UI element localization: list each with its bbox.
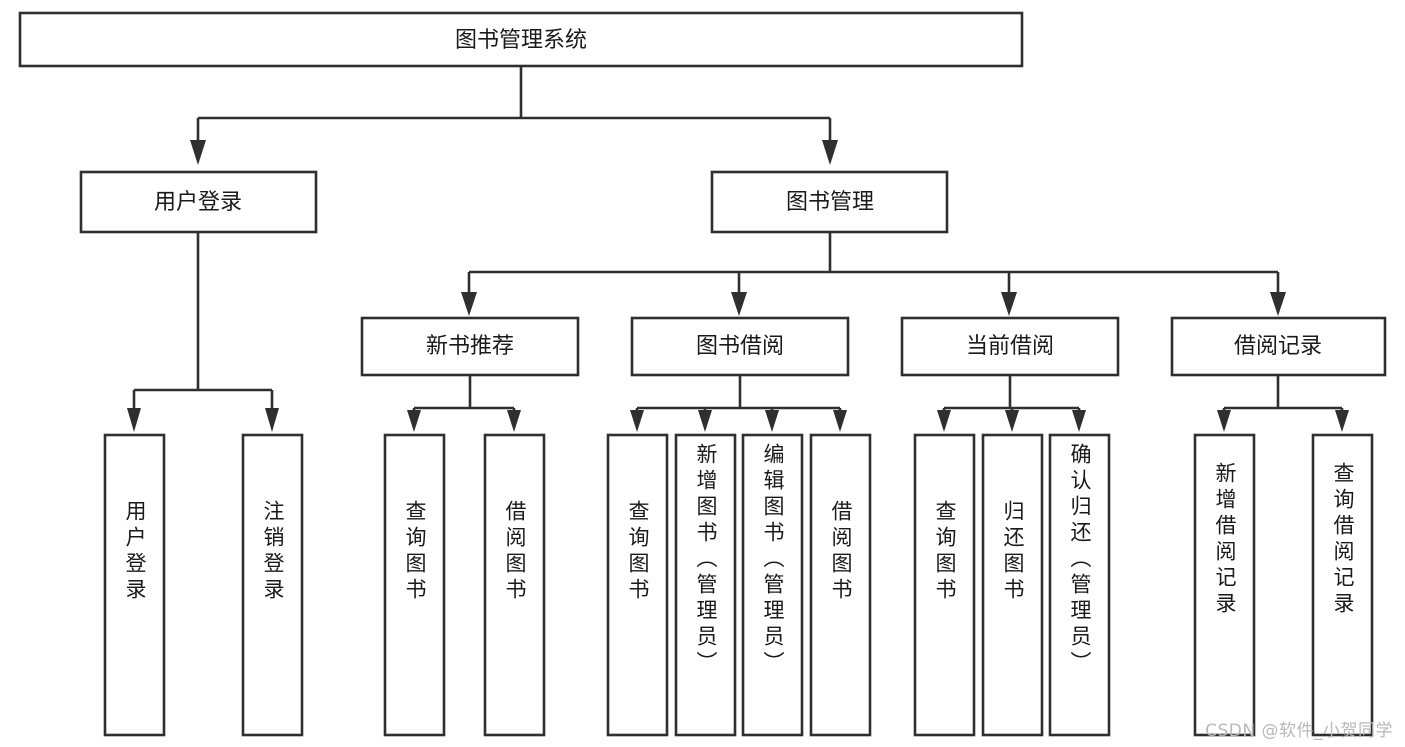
node-book-borrow-box[interactable] [630,316,850,377]
leaf-box-book-borrow-4[interactable] [809,433,872,737]
node-borrow-record[interactable]: 借阅记录 [1170,316,1387,377]
node-root-box[interactable] [18,11,1024,68]
connector-current-borrow-to-leaves [937,375,1086,432]
node-current-borrow-box[interactable] [900,316,1120,377]
leaf-box-borrow-record-1[interactable] [1193,433,1256,737]
leaf-box-new-book-2[interactable] [483,433,546,737]
arrow-icon-cb-1 [937,410,951,432]
connector-book-mgmt-to-level2 [461,232,1286,316]
node-new-book-recommend-box[interactable] [360,316,580,377]
watermark-text: CSDN @软件_小贺同学 [1205,721,1393,741]
leaf-box-user-login-2[interactable] [241,433,304,737]
arrow-icon-user-login [190,140,206,165]
leaf-box-book-borrow-1[interactable] [606,433,669,737]
leaf-box-current-borrow-3[interactable] [1048,433,1111,737]
leaf-box-borrow-record-2[interactable] [1311,433,1374,737]
arrow-icon-bb-4 [833,410,847,432]
connector-borrow-record-to-leaves [1217,375,1349,432]
leaf-box-current-borrow-2[interactable] [981,433,1044,737]
arrow-icon-bb-3 [765,410,779,432]
node-root-label: 图书管理系统 [455,28,587,53]
leaf-box-current-borrow-1[interactable] [913,433,976,737]
node-current-borrow[interactable]: 当前借阅 [900,316,1120,377]
node-book-management-label: 图书管理 [786,190,874,215]
node-book-management[interactable]: 图书管理 [710,170,949,234]
node-book-borrow-label: 图书借阅 [696,334,784,359]
connector-root-to-level1 [190,66,838,165]
node-borrow-record-label: 借阅记录 [1234,334,1322,359]
node-current-borrow-label: 当前借阅 [966,334,1054,359]
arrow-icon-bb-2 [698,410,712,432]
arrow-icon-bb-1 [630,410,644,432]
arrow-icon-book-borrow [731,292,747,316]
arrow-icon-nb-2 [507,410,521,432]
arrow-icon-br-2 [1335,410,1349,432]
node-new-book-recommend[interactable]: 新书推荐 [360,316,580,377]
arrow-icon-cb-2 [1005,410,1019,432]
leaf-box-new-book-1[interactable] [383,433,446,737]
node-user-login-label: 用户登录 [154,190,242,215]
node-book-borrow[interactable]: 图书借阅 [630,316,850,377]
node-borrow-record-box[interactable] [1170,316,1387,377]
arrow-icon-nb-1 [407,410,421,432]
connector-user-login-to-leaves [127,232,279,432]
leaf-box-book-borrow-3[interactable] [741,433,804,737]
arrow-icon-ul-2 [265,408,279,432]
arrow-icon-ul-1 [127,408,141,432]
node-new-book-recommend-label: 新书推荐 [426,334,514,359]
arrow-icon-book-mgmt [822,140,838,165]
arrow-icon-borrow-record [1270,292,1286,316]
arrow-icon-cb-3 [1072,410,1086,432]
arrow-icon-br-1 [1217,410,1231,432]
node-root[interactable]: 图书管理系统 [18,11,1024,68]
leaf-box-user-login-1[interactable] [103,433,166,737]
node-book-management-box[interactable] [710,170,949,234]
arrow-icon-current-borrow [1001,292,1017,316]
leaf-box-book-borrow-2[interactable] [674,433,737,737]
connector-book-borrow-to-leaves [630,375,847,432]
arrow-icon-new-book [461,292,477,316]
node-user-login[interactable]: 用户登录 [79,170,318,234]
connector-new-book-to-leaves [407,375,521,432]
